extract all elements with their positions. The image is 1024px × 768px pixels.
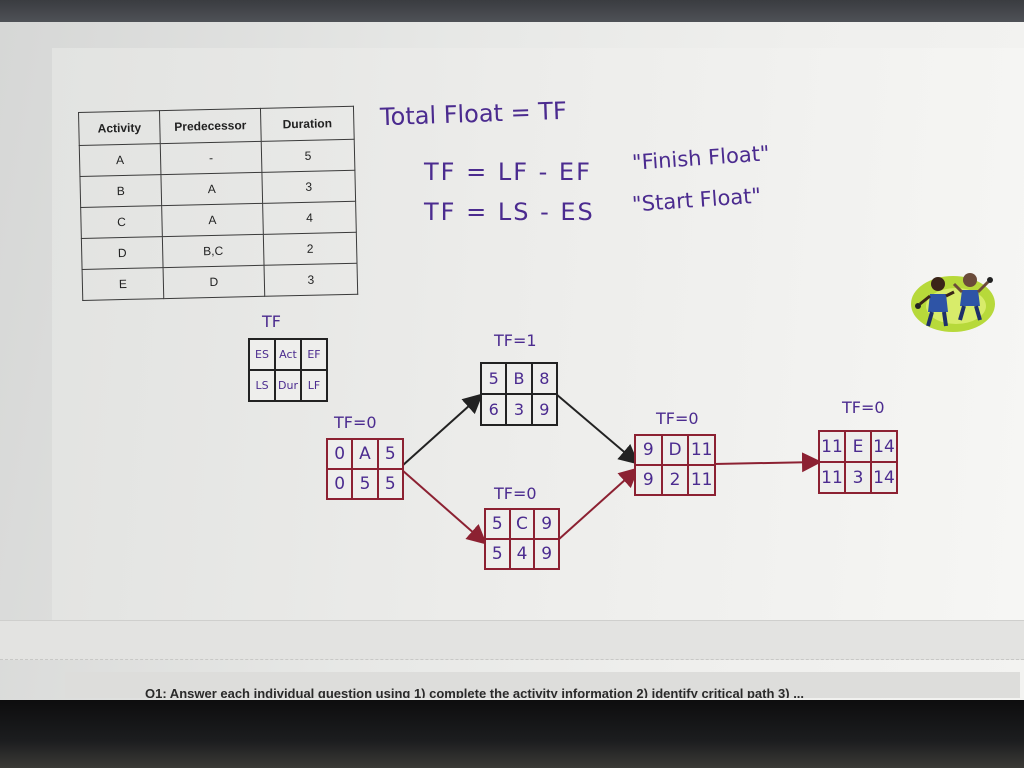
node-c-act: C — [510, 510, 534, 538]
node-c-dur: 4 — [510, 540, 534, 568]
node-a-ls: 0 — [328, 470, 352, 498]
node-d-es: 9 — [636, 436, 661, 464]
people-clipart-icon — [911, 273, 995, 332]
node-c-ef: 9 — [535, 510, 558, 538]
arrow-d-e — [713, 452, 822, 473]
node-a: 0 A 5 0 5 5 — [326, 438, 404, 500]
node-b-tf: TF=1 — [494, 331, 537, 350]
legend-es: ES — [250, 340, 274, 369]
node-b-ef: 8 — [532, 364, 556, 393]
node-e-ef: 14 — [872, 432, 896, 461]
legend-ef: EF — [302, 340, 326, 369]
legend-dur: Dur — [276, 371, 300, 400]
next-question-text: Q1: Answer each individual question usin… — [145, 686, 805, 698]
arrow-c-d — [557, 467, 639, 541]
node-b-es: 5 — [482, 364, 506, 393]
node-b-dur: 3 — [507, 395, 531, 424]
node-e: 11 E 14 11 3 14 — [818, 430, 898, 494]
node-b-act: B — [507, 364, 531, 393]
node-a-ef: 5 — [378, 440, 402, 468]
legend-ls: LS — [250, 371, 274, 400]
next-question-strip: Q1: Answer each individual question usin… — [65, 672, 1020, 698]
node-e-dur: 3 — [846, 463, 870, 492]
node-e-ls: 11 — [820, 463, 844, 492]
node-c: 5 C 9 5 4 9 — [484, 508, 560, 570]
laptop-bezel-bottom — [0, 700, 1024, 768]
node-a-tf: TF=0 — [334, 413, 377, 432]
node-d-ef: 11 — [689, 436, 714, 464]
node-d-dur: 2 — [662, 466, 688, 494]
node-a-lf: 5 — [378, 470, 402, 498]
page-gap — [0, 620, 1024, 660]
arrow-b-d — [555, 393, 640, 465]
node-a-dur: 5 — [353, 470, 377, 498]
node-c-lf: 9 — [535, 540, 558, 568]
node-d-act: D — [662, 436, 688, 464]
node-a-act: A — [353, 440, 377, 468]
node-d-tf: TF=0 — [656, 409, 699, 428]
formula-start: TF = LS - ES — [424, 198, 595, 226]
node-d-lf: 11 — [689, 466, 714, 494]
node-b: 5 B 8 6 3 9 — [480, 362, 558, 426]
node-e-lf: 14 — [872, 463, 896, 492]
node-d: 9 D 11 9 2 11 — [634, 434, 716, 496]
node-e-es: 11 — [820, 432, 844, 461]
legend-tf-label: TF — [262, 312, 281, 331]
arrow-a-b — [401, 393, 483, 467]
node-a-es: 0 — [328, 440, 352, 468]
node-e-tf: TF=0 — [842, 398, 885, 417]
node-b-lf: 9 — [532, 395, 556, 424]
arrow-a-c — [401, 469, 488, 545]
legend-act: Act — [276, 340, 300, 369]
node-e-act: E — [846, 432, 870, 461]
node-c-ls: 5 — [486, 540, 509, 568]
node-d-ls: 9 — [636, 466, 661, 494]
node-c-tf: TF=0 — [494, 484, 537, 503]
node-b-ls: 6 — [482, 395, 506, 424]
legend-lf: LF — [302, 371, 326, 400]
node-c-es: 5 — [486, 510, 509, 538]
formula-finish: TF = LF - EF — [424, 158, 592, 186]
legend-node: ES Act EF LS Dur LF — [248, 338, 328, 402]
